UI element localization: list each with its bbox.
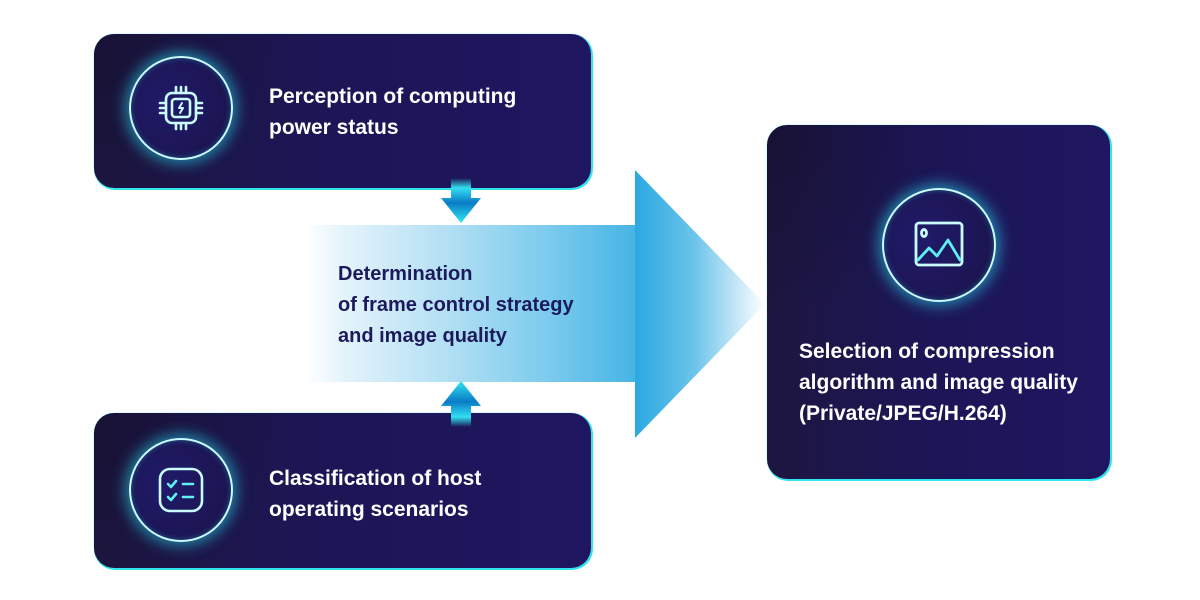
input-label: Classification of host operating scenari… xyxy=(269,463,481,525)
output-label: Selection of compression algorithm and i… xyxy=(799,336,1078,429)
label-line-3: (Private/JPEG/H.264) xyxy=(799,402,1007,425)
center-line-1: Determination xyxy=(338,263,473,285)
flow-band xyxy=(305,225,637,382)
icon-badge xyxy=(129,56,233,160)
big-arrow-head xyxy=(635,170,765,438)
input-box-host-scenarios: Classification of host operating scenari… xyxy=(94,413,591,568)
arrow-down-icon xyxy=(441,178,481,223)
center-step-label: Determination of frame control strategy … xyxy=(338,259,574,352)
checklist-icon xyxy=(158,467,204,513)
label-line-2: power status xyxy=(269,116,399,139)
label-line-1: Selection of compression xyxy=(799,340,1055,363)
arrow-up-icon xyxy=(441,381,481,427)
image-icon xyxy=(914,221,964,267)
label-line-2: operating scenarios xyxy=(269,498,469,521)
center-line-2: of frame control strategy xyxy=(338,294,574,316)
center-line-3: and image quality xyxy=(338,325,507,347)
input-box-computing-power: Perception of computing power status xyxy=(94,34,591,188)
cpu-chip-icon xyxy=(158,85,204,131)
icon-badge xyxy=(882,188,996,302)
output-box-compression: Selection of compression algorithm and i… xyxy=(767,125,1110,479)
label-line-1: Perception of computing xyxy=(269,85,517,108)
label-line-1: Classification of host xyxy=(269,467,482,490)
icon-badge xyxy=(129,438,233,542)
input-label: Perception of computing power status xyxy=(269,81,516,143)
label-line-2: algorithm and image quality xyxy=(799,371,1078,394)
